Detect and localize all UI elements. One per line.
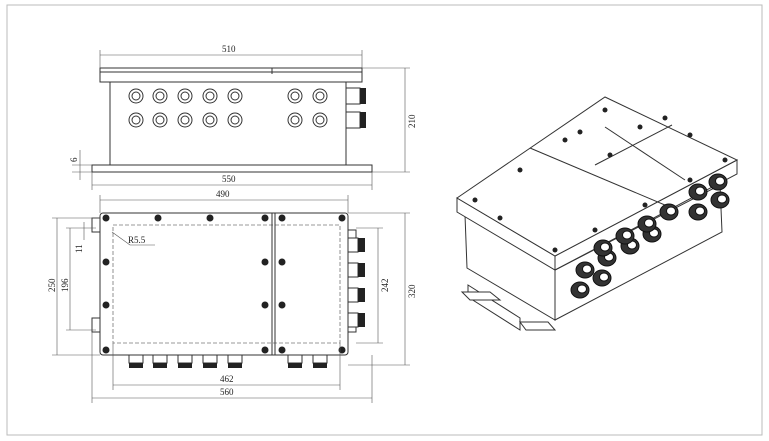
bolt (261, 258, 269, 266)
bottom-glands (128, 354, 328, 368)
gland (312, 88, 328, 104)
bolt (102, 346, 110, 354)
dim-6: 6 (69, 157, 79, 162)
drawing-frame (6, 4, 763, 436)
bolt (102, 301, 110, 309)
gland (152, 88, 168, 104)
dim-242: 242 (380, 279, 390, 293)
gasket-outline (112, 224, 341, 344)
bolt (154, 214, 162, 222)
gland (128, 112, 144, 128)
gland (227, 112, 243, 128)
bolt (278, 258, 286, 266)
dim-550: 550 (222, 174, 236, 184)
gland (227, 88, 243, 104)
side-glands (345, 87, 366, 129)
bolt (278, 301, 286, 309)
gland (312, 112, 328, 128)
gland (128, 88, 144, 104)
gland (287, 88, 303, 104)
bolt (338, 214, 346, 222)
dim-210: 210 (407, 114, 417, 128)
dim-510: 510 (222, 44, 236, 54)
dim-196: 196 (60, 278, 70, 292)
top-dimensions: 490 250 196 11 242 320 462 560 (47, 189, 417, 403)
gland (287, 112, 303, 128)
cable-glands (128, 88, 328, 128)
bolt (261, 346, 269, 354)
gland (202, 88, 218, 104)
gland (177, 88, 193, 104)
bolt (102, 214, 110, 222)
dim-11: 11 (74, 244, 84, 253)
right-glands (347, 237, 365, 328)
dim-r5-5: R5.5 (128, 235, 146, 245)
bolts (102, 214, 346, 354)
bolt (278, 346, 286, 354)
gland (202, 112, 218, 128)
dim-462: 462 (220, 374, 234, 384)
top-view: R5.5 (91, 212, 365, 368)
bolt (261, 214, 269, 222)
dim-490: 490 (216, 189, 230, 199)
bolt (261, 301, 269, 309)
dim-250: 250 (47, 278, 57, 292)
top-outline (99, 212, 349, 356)
dim-560: 560 (220, 387, 234, 397)
bolt (278, 214, 286, 222)
bolt (102, 258, 110, 266)
dim-320: 320 (407, 284, 417, 298)
gland (152, 112, 168, 128)
bolt (206, 214, 214, 222)
front-view (91, 67, 373, 173)
lid (99, 67, 363, 83)
gland (177, 112, 193, 128)
bolt (338, 346, 346, 354)
front-dimensions: 510 210 6 550 (69, 44, 417, 190)
base-plate (91, 164, 373, 173)
isometric-view (456, 96, 739, 331)
